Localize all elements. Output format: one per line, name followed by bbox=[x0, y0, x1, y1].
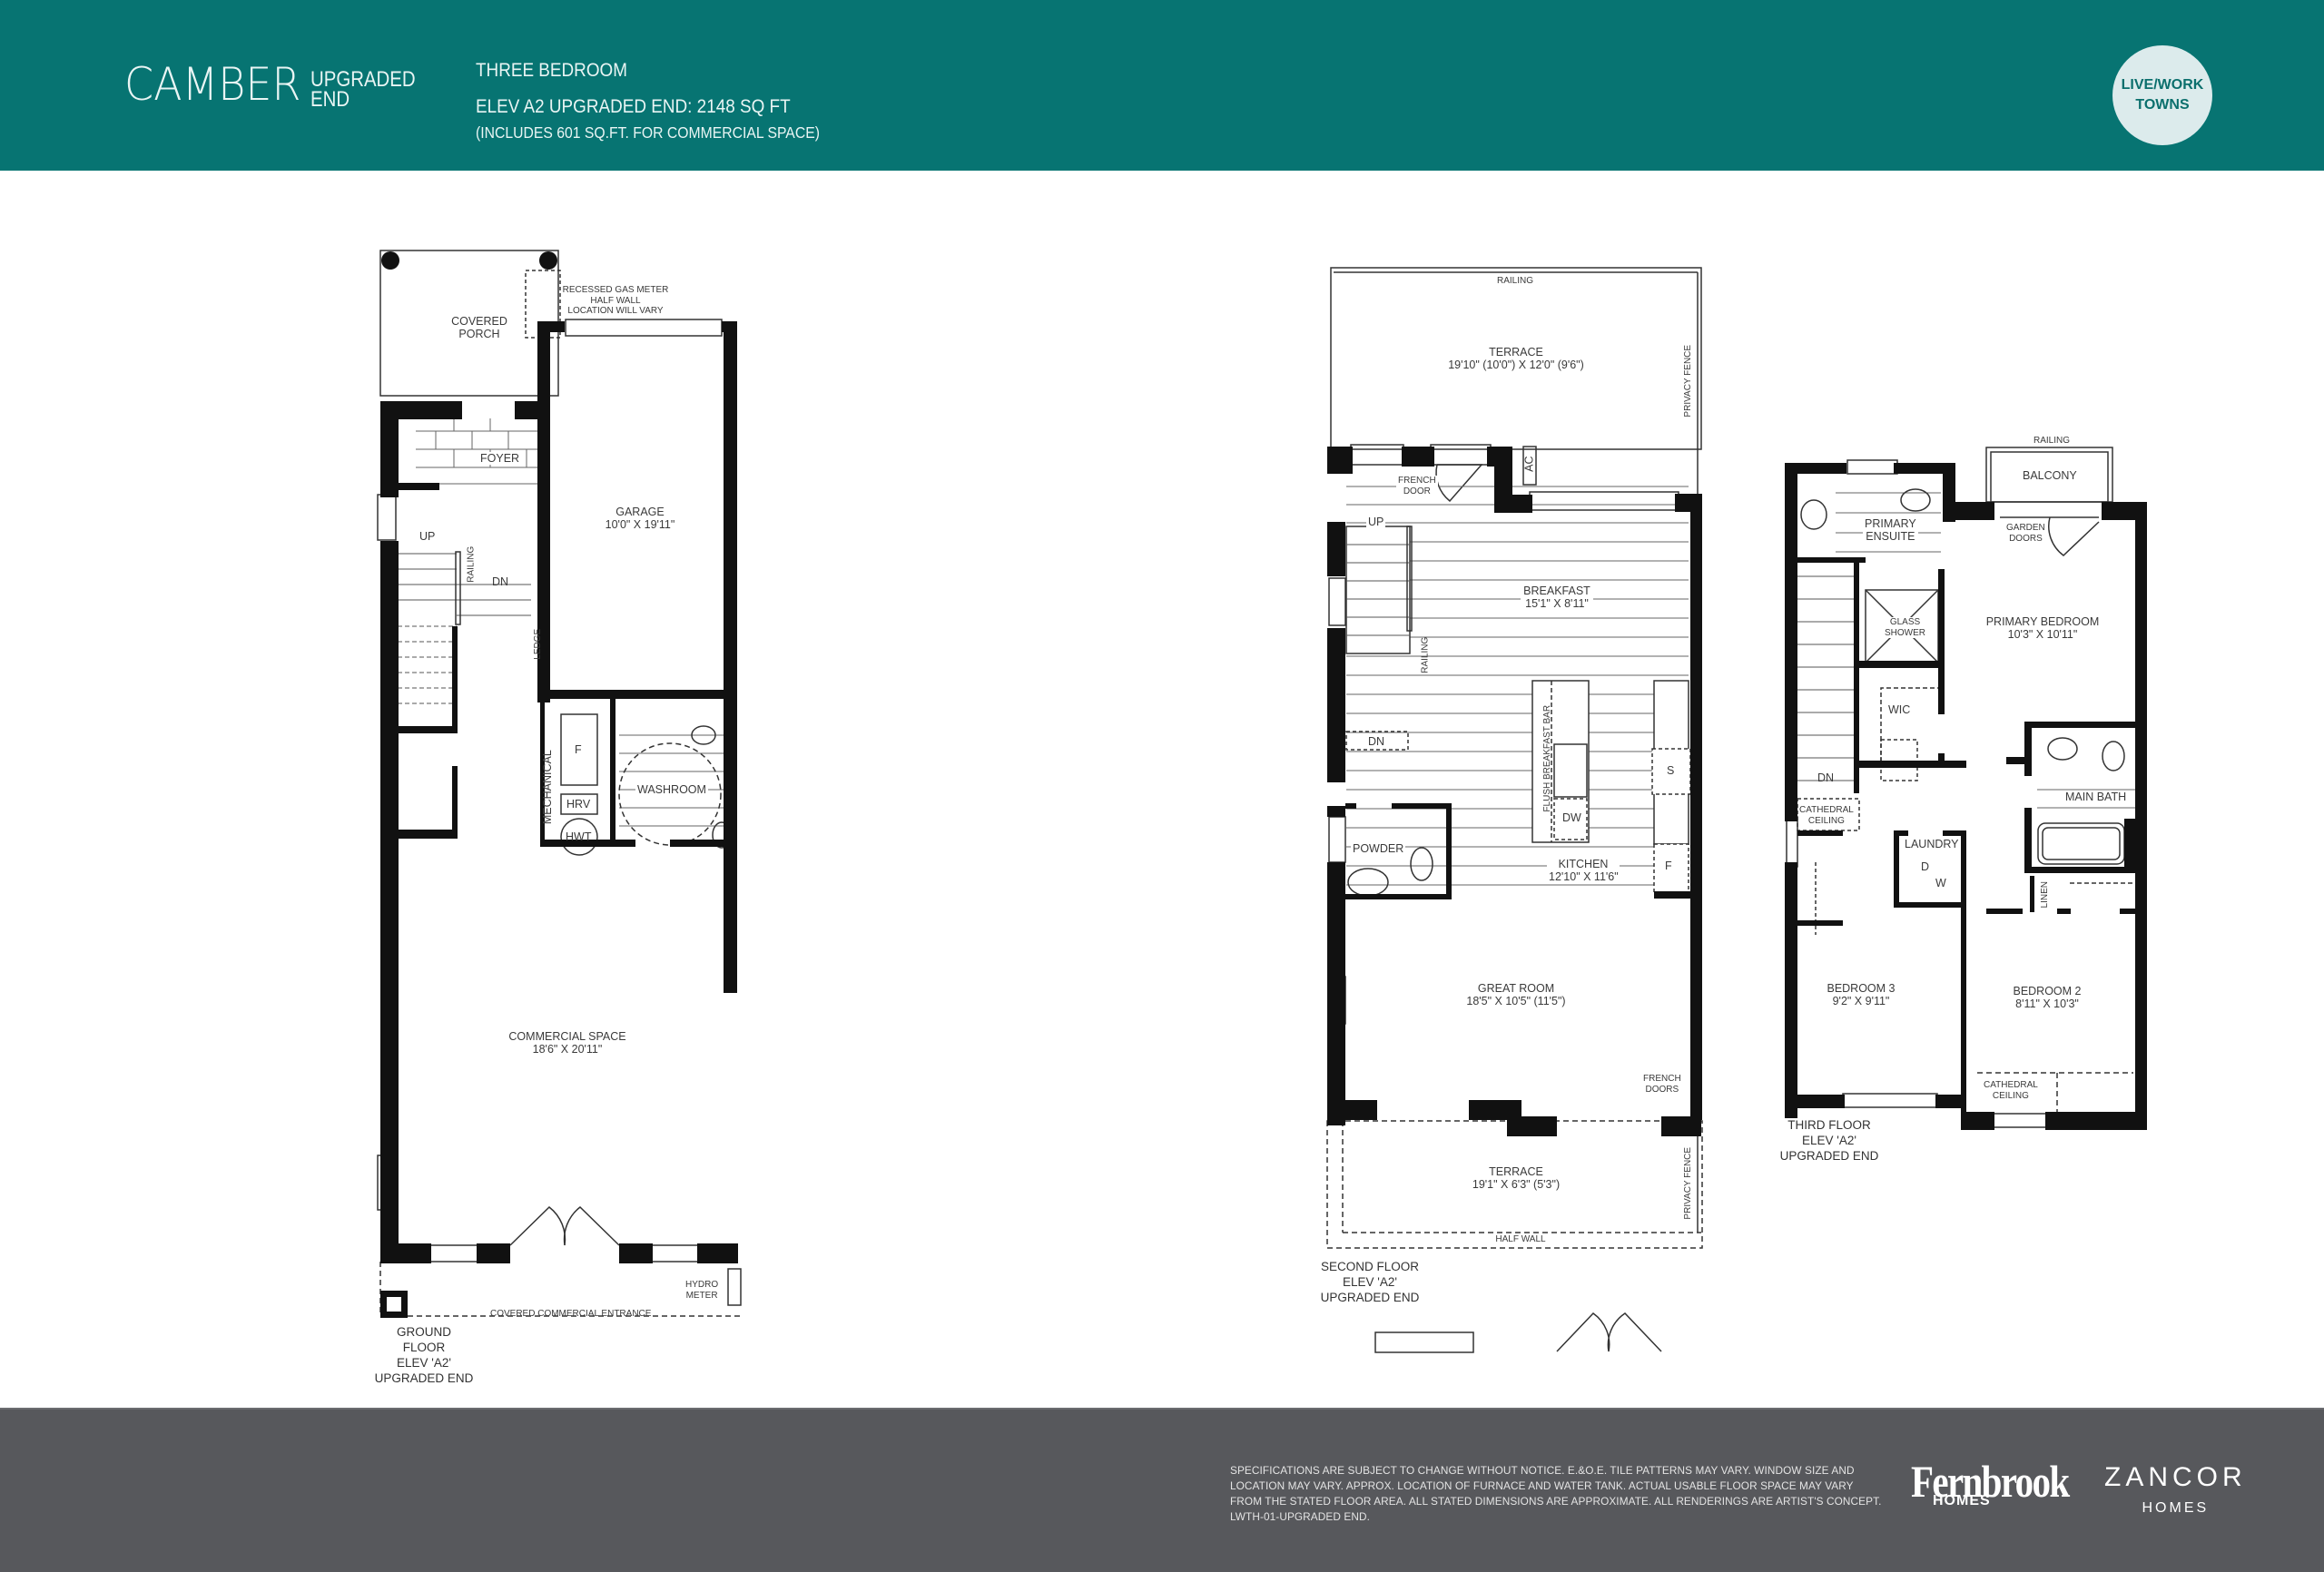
terrace-bottom-label: TERRACE 19'1" X 6'3" (5'3") bbox=[1472, 1165, 1561, 1192]
breakfast-bar-label: FLUSH BREAKFAST BAR bbox=[1542, 704, 1553, 812]
fridge-label: F bbox=[1665, 860, 1672, 872]
cathedral-ceiling-b2-label: CATHEDRAL CEILING bbox=[1984, 1080, 2038, 1101]
covered-entrance-label: COVERED COMMERCIAL ENTRANCE bbox=[490, 1309, 652, 1319]
model-title: CAMBER UPGRADED END bbox=[124, 58, 434, 113]
hwt-label: HWT bbox=[566, 830, 592, 843]
third-floor-plan: RAILING BALCONY GARDEN DOORS PRIMARY ENS… bbox=[1779, 427, 2152, 1180]
stairs-down-label: DN bbox=[1817, 771, 1835, 784]
ground-floor-plan: COVERED PORCH RECESSED GAS METER HALF WA… bbox=[363, 245, 763, 1385]
hrv-label: HRV bbox=[566, 798, 591, 811]
third-floor-caption: THIRD FLOOR ELEV 'A2' UPGRADED END bbox=[1779, 1118, 1879, 1163]
ground-floor-caption: GROUND FLOOR ELEV 'A2' UPGRADED END bbox=[374, 1325, 474, 1385]
footer-bar: SPECIFICATIONS ARE SUBJECT TO CHANGE WIT… bbox=[0, 1408, 2324, 1572]
breakfast-label: BREAKFAST 15'1" X 8'11" bbox=[1521, 585, 1593, 611]
mechanical-label: MECHANICAL bbox=[540, 750, 554, 825]
stairs-down-label: DN bbox=[1366, 735, 1387, 749]
model-variant: UPGRADED END bbox=[310, 67, 416, 113]
disclaimer-text: SPECIFICATIONS ARE SUBJECT TO CHANGE WIT… bbox=[1230, 1464, 1882, 1523]
bedroom2-label: BEDROOM 2 8'11" X 10'3" bbox=[2013, 985, 2082, 1011]
commercial-space-label: COMMERCIAL SPACE 18'6" X 20'11" bbox=[508, 1030, 626, 1056]
cathedral-ceiling-label: CATHEDRAL CEILING bbox=[1799, 805, 1854, 826]
second-floor-caption: SECOND FLOOR ELEV 'A2' UPGRADED END bbox=[1320, 1260, 1420, 1304]
washer-label: W bbox=[1935, 877, 1946, 889]
kitchen-label: KITCHEN 12'10" X 11'6" bbox=[1547, 858, 1620, 884]
foyer-label: FOYER bbox=[478, 452, 522, 466]
stairs-up-label: UP bbox=[419, 530, 436, 543]
header-bar: CAMBER UPGRADED END THREE BEDROOM ELEV A… bbox=[0, 0, 2324, 171]
second-floor-plan: RAILING TERRACE 19'10" (10'0") X 12'0" (… bbox=[1316, 254, 1716, 1353]
zancor-logo: ZANCOR HOMES bbox=[2104, 1462, 2247, 1516]
terrace-top-label: TERRACE 19'10" (10'0") X 12'0" (9'6") bbox=[1448, 346, 1584, 372]
railing-label: RAILING bbox=[2034, 436, 2071, 446]
stove-label: S bbox=[1667, 764, 1675, 777]
ac-label: AC bbox=[1522, 456, 1536, 472]
privacy-fence-bottom-label: PRIVACY FENCE bbox=[1683, 1146, 1694, 1220]
powder-label: POWDER bbox=[1351, 842, 1406, 856]
furnace-label: F bbox=[575, 743, 582, 756]
balcony-label: BALCONY bbox=[2023, 469, 2077, 482]
railing-label: RAILING bbox=[466, 545, 477, 583]
model-info: THREE BEDROOM ELEV A2 UPGRADED END: 2148… bbox=[476, 60, 858, 142]
linen-label: LINEN bbox=[2039, 881, 2050, 909]
bedroom3-label: BEDROOM 3 9'2" X 9'11" bbox=[1827, 982, 1896, 1008]
primary-bedroom-label: PRIMARY BEDROOM 10'3" X 10'11" bbox=[1985, 615, 2100, 642]
french-door-label: FRENCH DOOR bbox=[1396, 476, 1438, 496]
dishwasher-label: DW bbox=[1562, 811, 1581, 824]
live-work-badge: LIVE/WORK TOWNS bbox=[2112, 45, 2212, 145]
stairs-up-label: UP bbox=[1366, 516, 1386, 529]
garden-doors-label: GARDEN DOORS bbox=[2006, 523, 2045, 544]
railing-label: RAILING bbox=[1496, 276, 1533, 286]
third-floor-walls bbox=[1785, 447, 2147, 1130]
model-name: CAMBER bbox=[124, 58, 301, 111]
fernbrook-logo: Fernbrook HOMES bbox=[1911, 1456, 2070, 1508]
elevation-area: ELEV A2 UPGRADED END: 2148 SQ FT bbox=[476, 96, 791, 117]
covered-porch-label: COVERED PORCH bbox=[451, 315, 507, 341]
gas-meter-note: RECESSED GAS METER HALF WALL LOCATION WI… bbox=[562, 285, 669, 316]
garage-label: GARAGE 10'0" X 19'11" bbox=[605, 506, 675, 532]
hydro-meter-label: HYDRO METER bbox=[685, 1280, 719, 1301]
wic-label: WIC bbox=[1888, 703, 1911, 716]
ground-floor-walls bbox=[377, 250, 742, 1318]
commercial-note: (INCLUDES 601 SQ.FT. FOR COMMERCIAL SPAC… bbox=[476, 123, 820, 142]
main-bath-label: MAIN BATH bbox=[2063, 791, 2129, 804]
bedroom-count: THREE BEDROOM bbox=[476, 60, 627, 81]
dryer-label: D bbox=[1921, 860, 1930, 873]
ledge-label: LEDGE bbox=[533, 628, 544, 660]
stairs-down-label: DN bbox=[492, 575, 509, 588]
great-room-label: GREAT ROOM 18'5" X 10'5" (11'5") bbox=[1466, 982, 1566, 1008]
primary-ensuite-label: PRIMARY ENSUITE bbox=[1863, 517, 1918, 544]
stair-railing-label: RAILING bbox=[1420, 636, 1431, 673]
second-floor-walls bbox=[1326, 267, 1703, 1353]
laundry-label: LAUNDRY bbox=[1903, 838, 1961, 851]
privacy-fence-label: PRIVACY FENCE bbox=[1683, 344, 1694, 418]
washroom-label: WASHROOM bbox=[635, 783, 708, 797]
half-wall-label: HALF WALL bbox=[1495, 1234, 1546, 1244]
french-doors-label: FRENCH DOORS bbox=[1643, 1074, 1681, 1095]
glass-shower-label: GLASS SHOWER bbox=[1883, 617, 1927, 638]
